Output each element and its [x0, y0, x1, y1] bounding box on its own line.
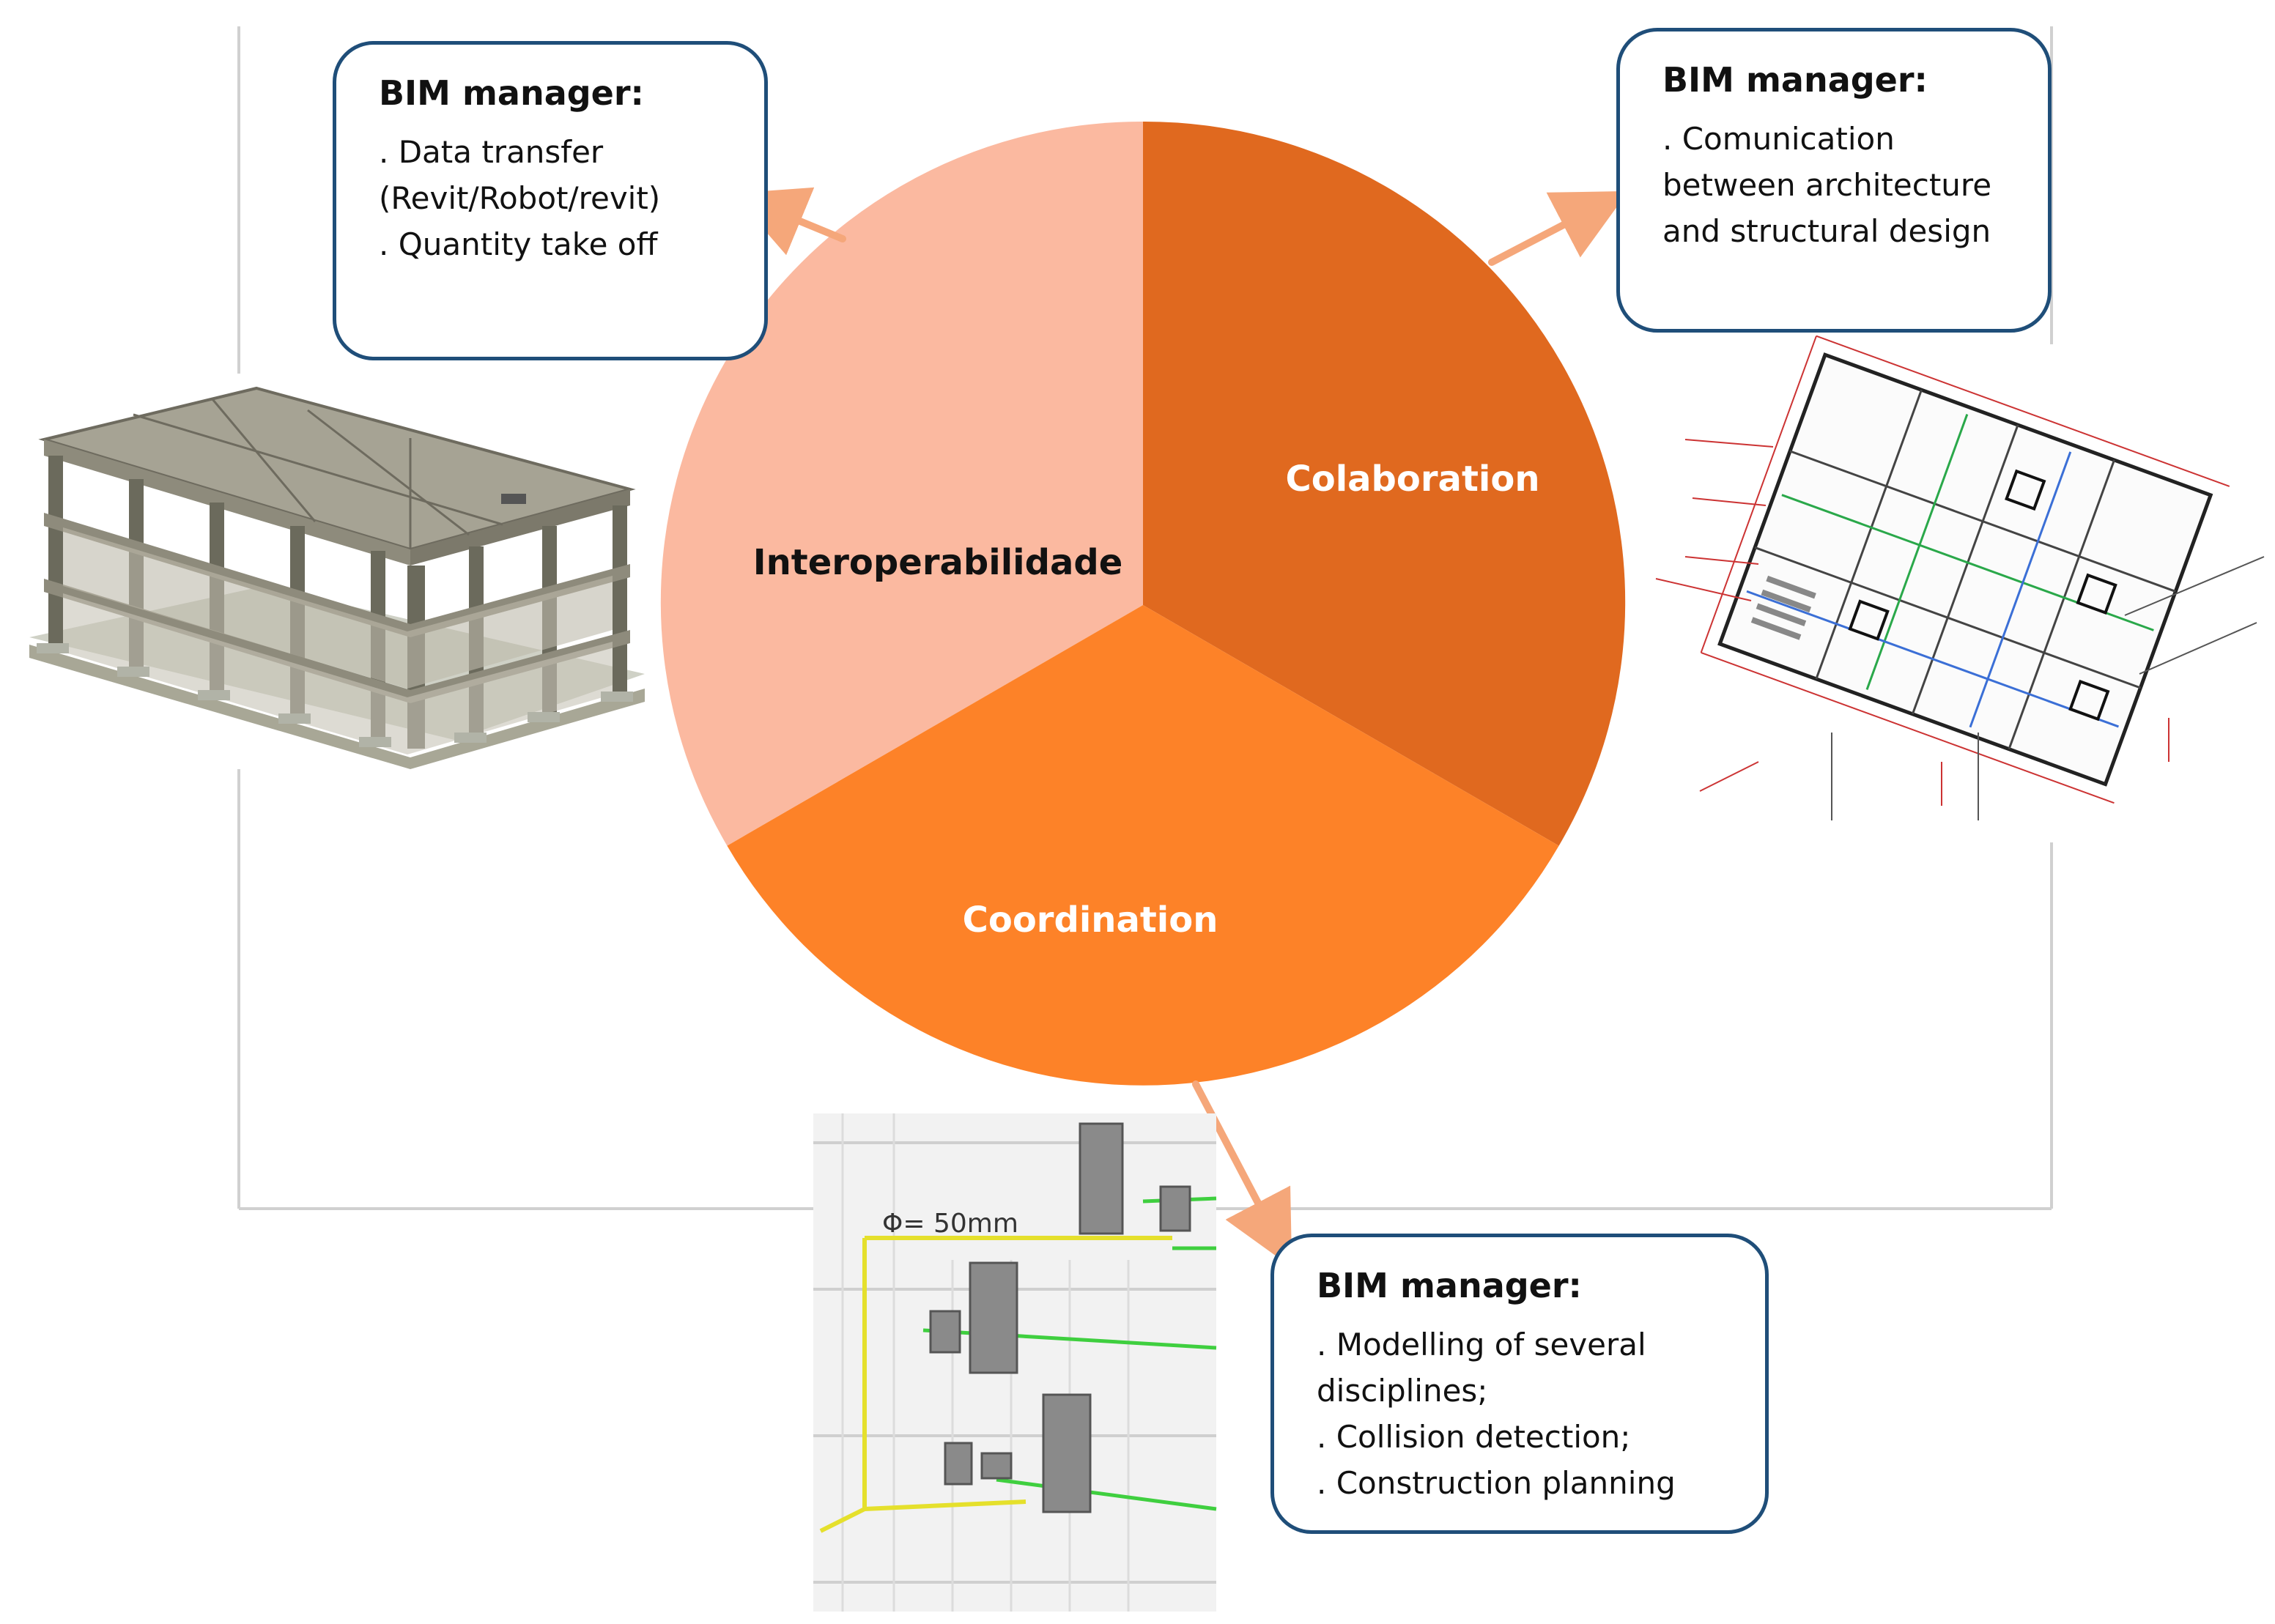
- frame-lines: [237, 26, 2053, 1210]
- callout-collaboration: BIM manager: . Comunication between arch…: [1616, 28, 2052, 333]
- sector-label-colaboration: Colaboration: [1286, 459, 1540, 500]
- arrow-to-right-callout: [1488, 190, 1629, 266]
- structural-frame-3d-icon: [29, 386, 645, 769]
- callout-interoperability: BIM manager: . Data transfer (Revit/Robo…: [333, 41, 768, 360]
- callout-item: . Data transfer (Revit/Robot/revit): [379, 133, 661, 216]
- pie-sector-coordination: [727, 605, 1559, 1086]
- arrow-to-bottom-callout: [1192, 1080, 1292, 1268]
- arrow-to-left-callout: [732, 187, 846, 256]
- pie-sector-interoperabilidade: [660, 121, 1143, 846]
- arrows: [732, 187, 1629, 1268]
- sector-label-interoperabilidade: Interoperabilidade: [753, 542, 1123, 583]
- callout-item: . Construction planning: [1317, 1464, 1676, 1501]
- callout-item: . Collision detection;: [1317, 1418, 1631, 1455]
- pipe-diameter-annotation: Φ= 50mm: [882, 1209, 1018, 1239]
- sector-label-coordination: Coordination: [963, 900, 1218, 941]
- callout-coordination: BIM manager: . Modelling of several disc…: [1270, 1234, 1769, 1534]
- callout-title: BIM manager:: [379, 73, 644, 113]
- callout-item: . Quantity take off: [379, 226, 658, 262]
- callout-item: . Comunication between architecture and …: [1662, 120, 1992, 249]
- pie-chart: Interoperabilidade Colaboration Coordina…: [660, 121, 1626, 1086]
- callout-item: . Modelling of several disciplines;: [1317, 1326, 1646, 1409]
- architectural-floor-plan-icon: [1655, 335, 2265, 820]
- plumbing-model-icon: Φ= 50mm: [813, 1113, 1217, 1612]
- pie-sector-colaboration: [1143, 121, 1626, 846]
- callout-title: BIM manager:: [1662, 60, 1928, 100]
- callout-title: BIM manager:: [1317, 1266, 1582, 1305]
